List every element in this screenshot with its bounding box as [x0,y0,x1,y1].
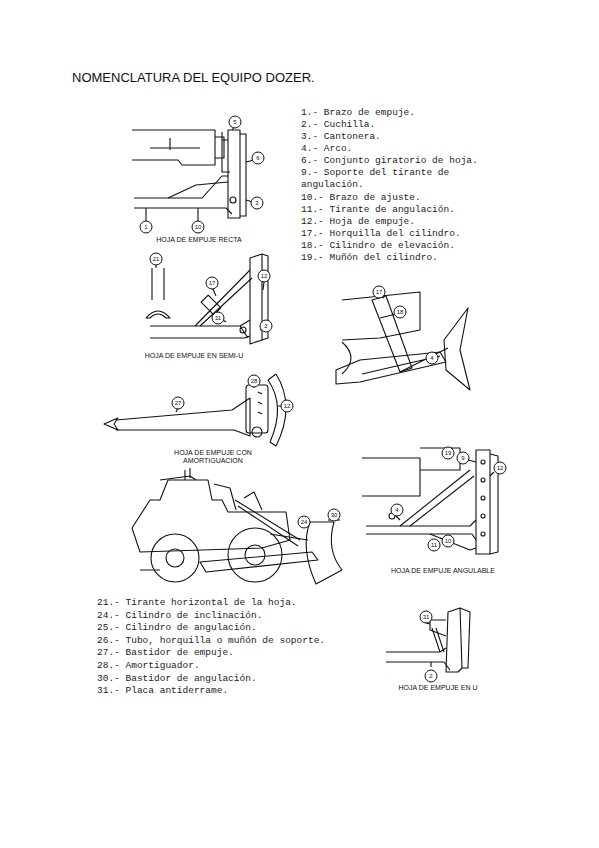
callout-number: 31 [420,611,433,624]
callout-number: 27 [172,397,185,410]
legend-item: 30.- Bastidor de angulación. [97,673,257,685]
callout-number: 24 [298,516,311,529]
cushion-blade-figure [104,374,286,446]
figure-caption: HOJA DE EMPUJE RECTA [156,236,241,244]
callout-number: 9 [457,452,470,465]
figure-caption: HOJA DE EMPUJE CON AMORTIGUACION [153,449,273,465]
legend-item: 1.- Brazo de empuje. [301,107,415,119]
callout-number: 2 [260,320,273,333]
callout-number: 12 [494,462,507,475]
u-blade-figure [386,608,470,672]
legend-item: 12.- Hoja de empuje. [301,216,415,228]
legend-item: 4.- Arco. [301,143,352,155]
figure-caption: HOJA DE EMPUJE EN SEMI-U [145,352,243,360]
legend-item: 19.- Muñón del cilindro. [301,252,438,264]
legend-item: 25.- Cilindro de angulación. [97,622,257,634]
callout-number: 10 [192,221,205,234]
angling-blade-figure [362,448,498,554]
semi-u-blade-figure [146,254,268,344]
callout-number: 21 [150,253,163,266]
legend-item: 3.- Cantonera. [301,131,381,143]
callout-number: 1 [140,221,153,234]
legend-item: 27.- Bastidor de empuje. [97,647,234,659]
callout-number: 30 [328,509,341,522]
callout-number: 12 [281,400,294,413]
legend-item: 9.- Soporte del tirante de angulación. [301,167,479,191]
legend-item: 28.- Amortiguador. [97,660,200,672]
callout-number: 17 [373,286,386,299]
callout-number: 17 [206,277,219,290]
legend-item: 31.- Placa antiderrame. [97,685,228,697]
callout-number: 11 [212,312,225,325]
callout-number: 18 [394,306,407,319]
legend-item: 18.- Cilindro de elevación. [301,240,455,252]
callout-number: 10 [442,535,455,548]
legend-item: 21.- Tirante horizontal de la hoja. [97,597,297,609]
callout-number: 19 [442,447,455,460]
legend-item: 26.- Tubo, horquilla o muñón de soporte. [97,635,325,647]
callout-number: 4 [391,504,404,517]
straight-blade-figure [132,126,254,222]
figure-caption: HOJA DE EMPUJE ANGULABLE [391,567,495,575]
callout-number: 4 [426,352,439,365]
callout-number: 6 [252,152,265,165]
legend-item: 24.- Cilindro de inclinación. [97,610,262,622]
callout-number: 11 [428,539,441,552]
legend-item: 10.- Brazo de ajuste. [301,192,421,204]
callout-number: 28 [248,375,261,388]
callout-number: 2 [425,670,438,683]
callout-number: 12 [258,270,271,283]
legend-item: 17.- Horquilla del cilindro. [301,228,461,240]
legend-item: 11.- Tirante de angulación. [301,204,455,216]
page-title: NOMENCLATURA DEL EQUIPO DOZER. [72,70,315,85]
tractor-figure [132,468,342,584]
legend-item: 6.- Conjunto giratorio de hoja. [301,155,478,167]
legend-item: 2.- Cuchilla. [301,119,375,131]
callout-number: 3 [251,197,264,210]
callout-number: 5 [229,116,242,129]
figure-caption: HOJA DE EMPUJE EN U [399,684,478,692]
angled-blade-figure [336,292,470,390]
